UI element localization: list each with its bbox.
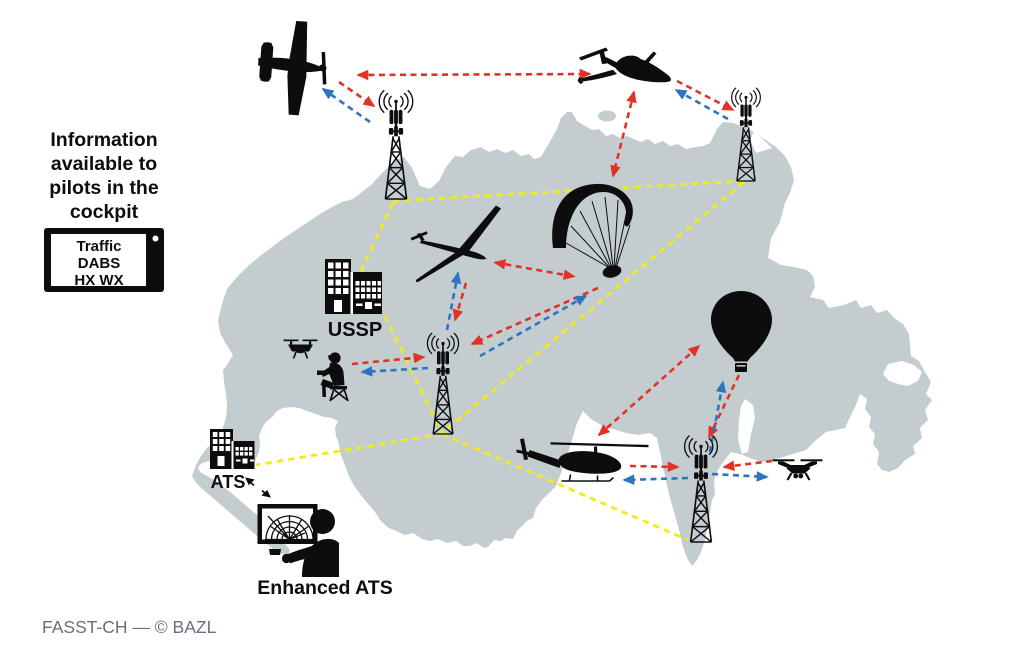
svg-text:ATS: ATS (211, 472, 246, 492)
svg-text:HX WX: HX WX (74, 272, 123, 289)
svg-text:USSP: USSP (328, 319, 382, 341)
svg-text:FASST-CH — © BAZL: FASST-CH — © BAZL (42, 617, 217, 637)
svg-text:Information: Information (50, 129, 157, 151)
svg-text:DABS: DABS (78, 255, 121, 272)
svg-text:Enhanced ATS: Enhanced ATS (257, 577, 392, 599)
svg-text:pilots in the: pilots in the (49, 177, 159, 199)
svg-text:available to: available to (51, 153, 157, 175)
svg-text:Traffic: Traffic (76, 238, 121, 255)
svg-text:cockpit: cockpit (70, 201, 139, 223)
